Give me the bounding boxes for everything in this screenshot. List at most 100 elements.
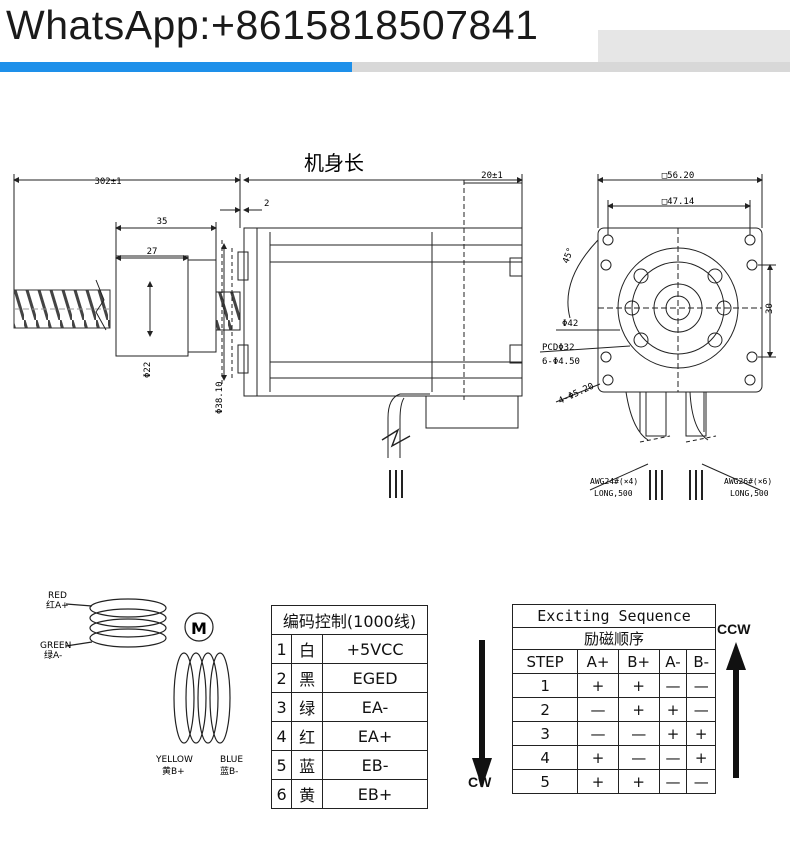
table-row: 1 白 +5VCC: [270, 634, 428, 664]
encoder-color: 黑: [291, 663, 324, 693]
dim-pcd: PCDΦ32: [542, 343, 575, 353]
coil-green-label: GREEN: [40, 641, 71, 651]
phase-cell: —: [686, 769, 716, 794]
column-header: B-: [686, 649, 716, 674]
encoder-color: 黄: [291, 779, 324, 809]
encoder-table: 编码控制(1000线) 1 白 +5VCC 2 黑 EGED 3 绿 EA- 4…: [270, 605, 428, 809]
encoder-pin: 5: [270, 750, 293, 780]
phase-cell: +: [686, 721, 716, 746]
front-view: [539, 174, 776, 500]
phase-cell: —: [577, 697, 619, 722]
coil-blue-cn: 蓝B-: [220, 765, 238, 777]
phase-cell: —: [617, 745, 660, 770]
encoder-pin: 3: [270, 692, 293, 722]
dim-holes: □47.14: [662, 197, 695, 207]
table-row: 6 黄 EB+: [270, 779, 428, 809]
coil-blue-label: BLUE: [220, 755, 243, 765]
column-header: A+: [577, 649, 619, 674]
dim-nut-diameter: Φ22: [143, 362, 153, 378]
encoder-color: 红: [291, 721, 324, 751]
phase-cell: +: [658, 721, 688, 746]
sequence-table: Exciting Sequence 励磁顺序 STEP A+ B+ A- B- …: [511, 604, 716, 794]
step-cell: 4: [511, 745, 579, 770]
table-row: 4 红 EA+: [270, 721, 428, 751]
encoder-color: 绿: [291, 692, 324, 722]
column-header: B+: [617, 649, 660, 674]
dim-shaft: 20±1: [481, 171, 503, 181]
table-row: 3 — — + +: [511, 721, 716, 746]
encoder-pin: 4: [270, 721, 293, 751]
motor-symbol: M: [191, 619, 207, 638]
wire2-gauge: AWG26#(×6): [724, 477, 772, 486]
sequence-title-en: Exciting Sequence: [512, 604, 716, 628]
wire1-length: LONG,500: [594, 489, 633, 498]
coil-yellow-label: YELLOW: [155, 755, 193, 765]
coil-yellow-cn: 黄B+: [162, 765, 185, 777]
phase-cell: +: [658, 697, 688, 722]
sequence-title-cn: 励磁顺序: [512, 627, 716, 650]
ccw-label: CCW: [717, 621, 751, 637]
table-row: 3 绿 EA-: [270, 692, 428, 722]
encoder-signal: EB-: [322, 750, 428, 780]
drawing-title: 机身长: [304, 151, 364, 175]
step-cell: 2: [511, 697, 579, 722]
phase-cell: +: [617, 673, 660, 698]
encoder-signal: +5VCC: [322, 634, 428, 664]
dim-flange: 2: [264, 199, 269, 209]
encoder-pin: 6: [270, 779, 293, 809]
phase-cell: —: [577, 721, 619, 746]
step-cell: 3: [511, 721, 579, 746]
dim-angle: 45°: [561, 246, 576, 265]
dim-height: 30: [765, 303, 775, 314]
cw-arrow: [472, 640, 492, 788]
dim-circle: Φ42: [562, 319, 578, 329]
table-row: 1 + + — —: [511, 673, 716, 698]
phase-cell: —: [686, 697, 716, 722]
coil-red-cn: 红A+: [46, 599, 69, 611]
wire1-gauge: AWG24#(×4): [590, 477, 638, 486]
header-blue-bar: [0, 62, 352, 72]
wire2-length: LONG,500: [730, 489, 769, 498]
table-header-row: STEP A+ B+ A- B-: [511, 649, 716, 674]
step-cell: 5: [511, 769, 579, 794]
column-header: A-: [658, 649, 688, 674]
table-row: 4 + — — +: [511, 745, 716, 770]
encoder-signal: EA-: [322, 692, 428, 722]
cw-label: CW: [468, 774, 492, 790]
encoder-pin: 1: [270, 634, 293, 664]
table-row: 5 蓝 EB-: [270, 750, 428, 780]
dim-nut-length: 35: [157, 217, 168, 227]
encoder-color: 白: [291, 634, 324, 664]
lead-screw: [13, 279, 112, 331]
header-grey-bar: [352, 62, 790, 72]
dim-tapped-holes: 6-Φ4.50: [542, 357, 580, 367]
phase-cell: —: [658, 673, 688, 698]
dim-square: □56.20: [662, 171, 695, 181]
phase-cell: —: [658, 745, 688, 770]
header-grey-block: [598, 30, 790, 62]
step-cell: 1: [511, 673, 579, 698]
phase-cell: —: [617, 721, 660, 746]
phase-cell: +: [577, 673, 619, 698]
encoder-signal: EB+: [322, 779, 428, 809]
phase-cell: —: [686, 673, 716, 698]
encoder-table-header: 编码控制(1000线): [271, 605, 428, 635]
column-header: STEP: [511, 649, 579, 674]
phase-cell: +: [617, 697, 660, 722]
table-row: 2 — + + —: [511, 697, 716, 722]
motor-body: [221, 227, 523, 498]
dim-pilot: Φ38.10: [215, 381, 225, 414]
side-view: [13, 174, 523, 498]
screw-nut: [115, 255, 189, 357]
ccw-arrow: [726, 642, 746, 778]
phase-cell: +: [577, 769, 619, 794]
whatsapp-contact: WhatsApp:+8615818507841: [6, 2, 539, 48]
table-row: 5 + + — —: [511, 769, 716, 794]
dim-nut-body: 27: [147, 247, 158, 257]
encoder-signal: EGED: [322, 663, 428, 693]
phase-cell: +: [617, 769, 660, 794]
encoder-signal: EA+: [322, 721, 428, 751]
phase-cell: +: [577, 745, 619, 770]
dim-mount-holes: 4-Φ5.20: [557, 382, 596, 407]
